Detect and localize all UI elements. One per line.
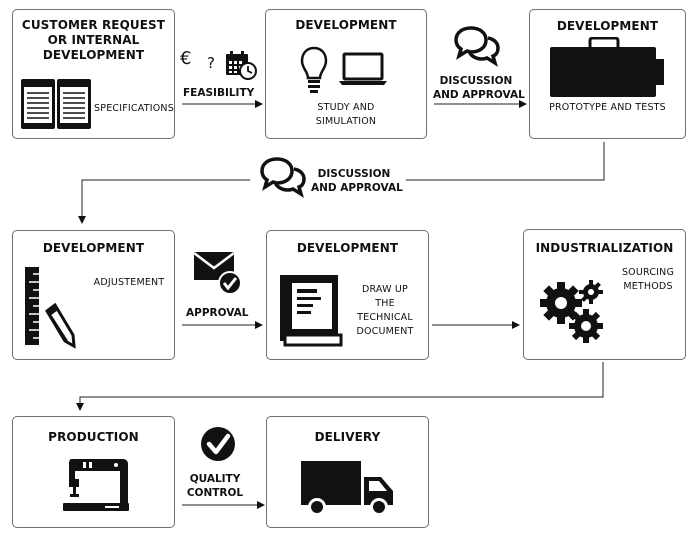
step-title: DEVELOPMENT (42, 241, 145, 255)
calendar-icon (226, 51, 257, 80)
step-title: DEVELOPMENT (295, 18, 397, 32)
battery-case-icon (550, 37, 664, 97)
step-text: ADJUSTEMENT (93, 277, 165, 288)
discussion-label-1: DISCUSSION (439, 75, 513, 87)
approval-label-2: AND APPROVAL (311, 182, 403, 194)
step-text-line-1: SOURCING (621, 267, 675, 278)
step-title: DELIVERY (314, 430, 381, 444)
step-production: PRODUCTION (12, 416, 175, 528)
step-title: PRODUCTION (48, 430, 139, 444)
pencil-icon (45, 303, 76, 349)
chat-bubbles-icon (454, 26, 500, 67)
quality-label-1: QUALITY (189, 473, 241, 485)
step-text-line-1: STUDY AND (317, 102, 375, 113)
feasibility-label: FEASIBILITY (183, 87, 255, 99)
step-text-line-2: THE (375, 298, 395, 309)
ruler-icon (25, 267, 39, 345)
control-label: CONTROL (186, 487, 244, 499)
step-industrialization: INDUSTRIALIZATION (523, 229, 686, 360)
truck-icon (301, 461, 393, 516)
step-text-line-1: DRAW UP (361, 284, 408, 295)
step-development-prototype: DEVELOPMENT PROTOTYPE AND TESTS (529, 9, 686, 139)
step-title: DEVELOPMENT (296, 241, 399, 255)
chat-bubbles-icon (260, 157, 306, 198)
euro-symbol: € (180, 48, 192, 69)
step-development-document: DEVELOPMENT DRAW UP THE TECHNICAL DOCUME… (266, 230, 429, 360)
gears-icon (540, 280, 603, 343)
step-text-line-3: TECHNICAL (357, 312, 413, 323)
arrow-discussion-2b (78, 179, 250, 224)
book-icon (280, 275, 343, 347)
approval-label: APPROVAL (186, 307, 249, 319)
step-text: PROTOTYPE AND TESTS (549, 102, 666, 113)
lightbulb-icon (300, 46, 328, 93)
document-icon (21, 79, 91, 129)
step-title-line-1: CUSTOMER REQUEST (21, 18, 166, 32)
envelope-check-icon (193, 252, 242, 295)
step-text: SPECIFICATIONS (94, 103, 174, 114)
step-text-line-2: SIMULATION (315, 116, 377, 127)
step-customer-request: CUSTOMER REQUEST OR INTERNAL DEVELOPMENT… (12, 9, 175, 139)
arrow-discussion-2 (406, 142, 605, 181)
step-development-study: DEVELOPMENT STUDY AND SIMULATION (265, 9, 427, 139)
approval-label-1: AND APPROVAL (433, 89, 525, 101)
discussion-label-2: DISCUSSION (317, 168, 391, 180)
step-delivery: DELIVERY (266, 416, 429, 528)
question-symbol: ? (207, 54, 215, 72)
sewing-machine-icon (63, 459, 129, 511)
checkmark-circle-icon (201, 427, 235, 461)
step-development-adjustment: DEVELOPMENT ADJUSTEMENT (12, 230, 175, 360)
step-title-line-3: DEVELOPMENT (42, 48, 145, 62)
step-title-line-2: OR INTERNAL (47, 33, 140, 47)
laptop-icon (339, 52, 387, 85)
step-text-line-4: DOCUMENT (356, 326, 414, 337)
step-title: DEVELOPMENT (556, 19, 659, 33)
step-title: INDUSTRIALIZATION (535, 241, 674, 255)
step-text-line-2: METHODS (623, 281, 673, 292)
arrow-industrial-production (76, 362, 604, 411)
